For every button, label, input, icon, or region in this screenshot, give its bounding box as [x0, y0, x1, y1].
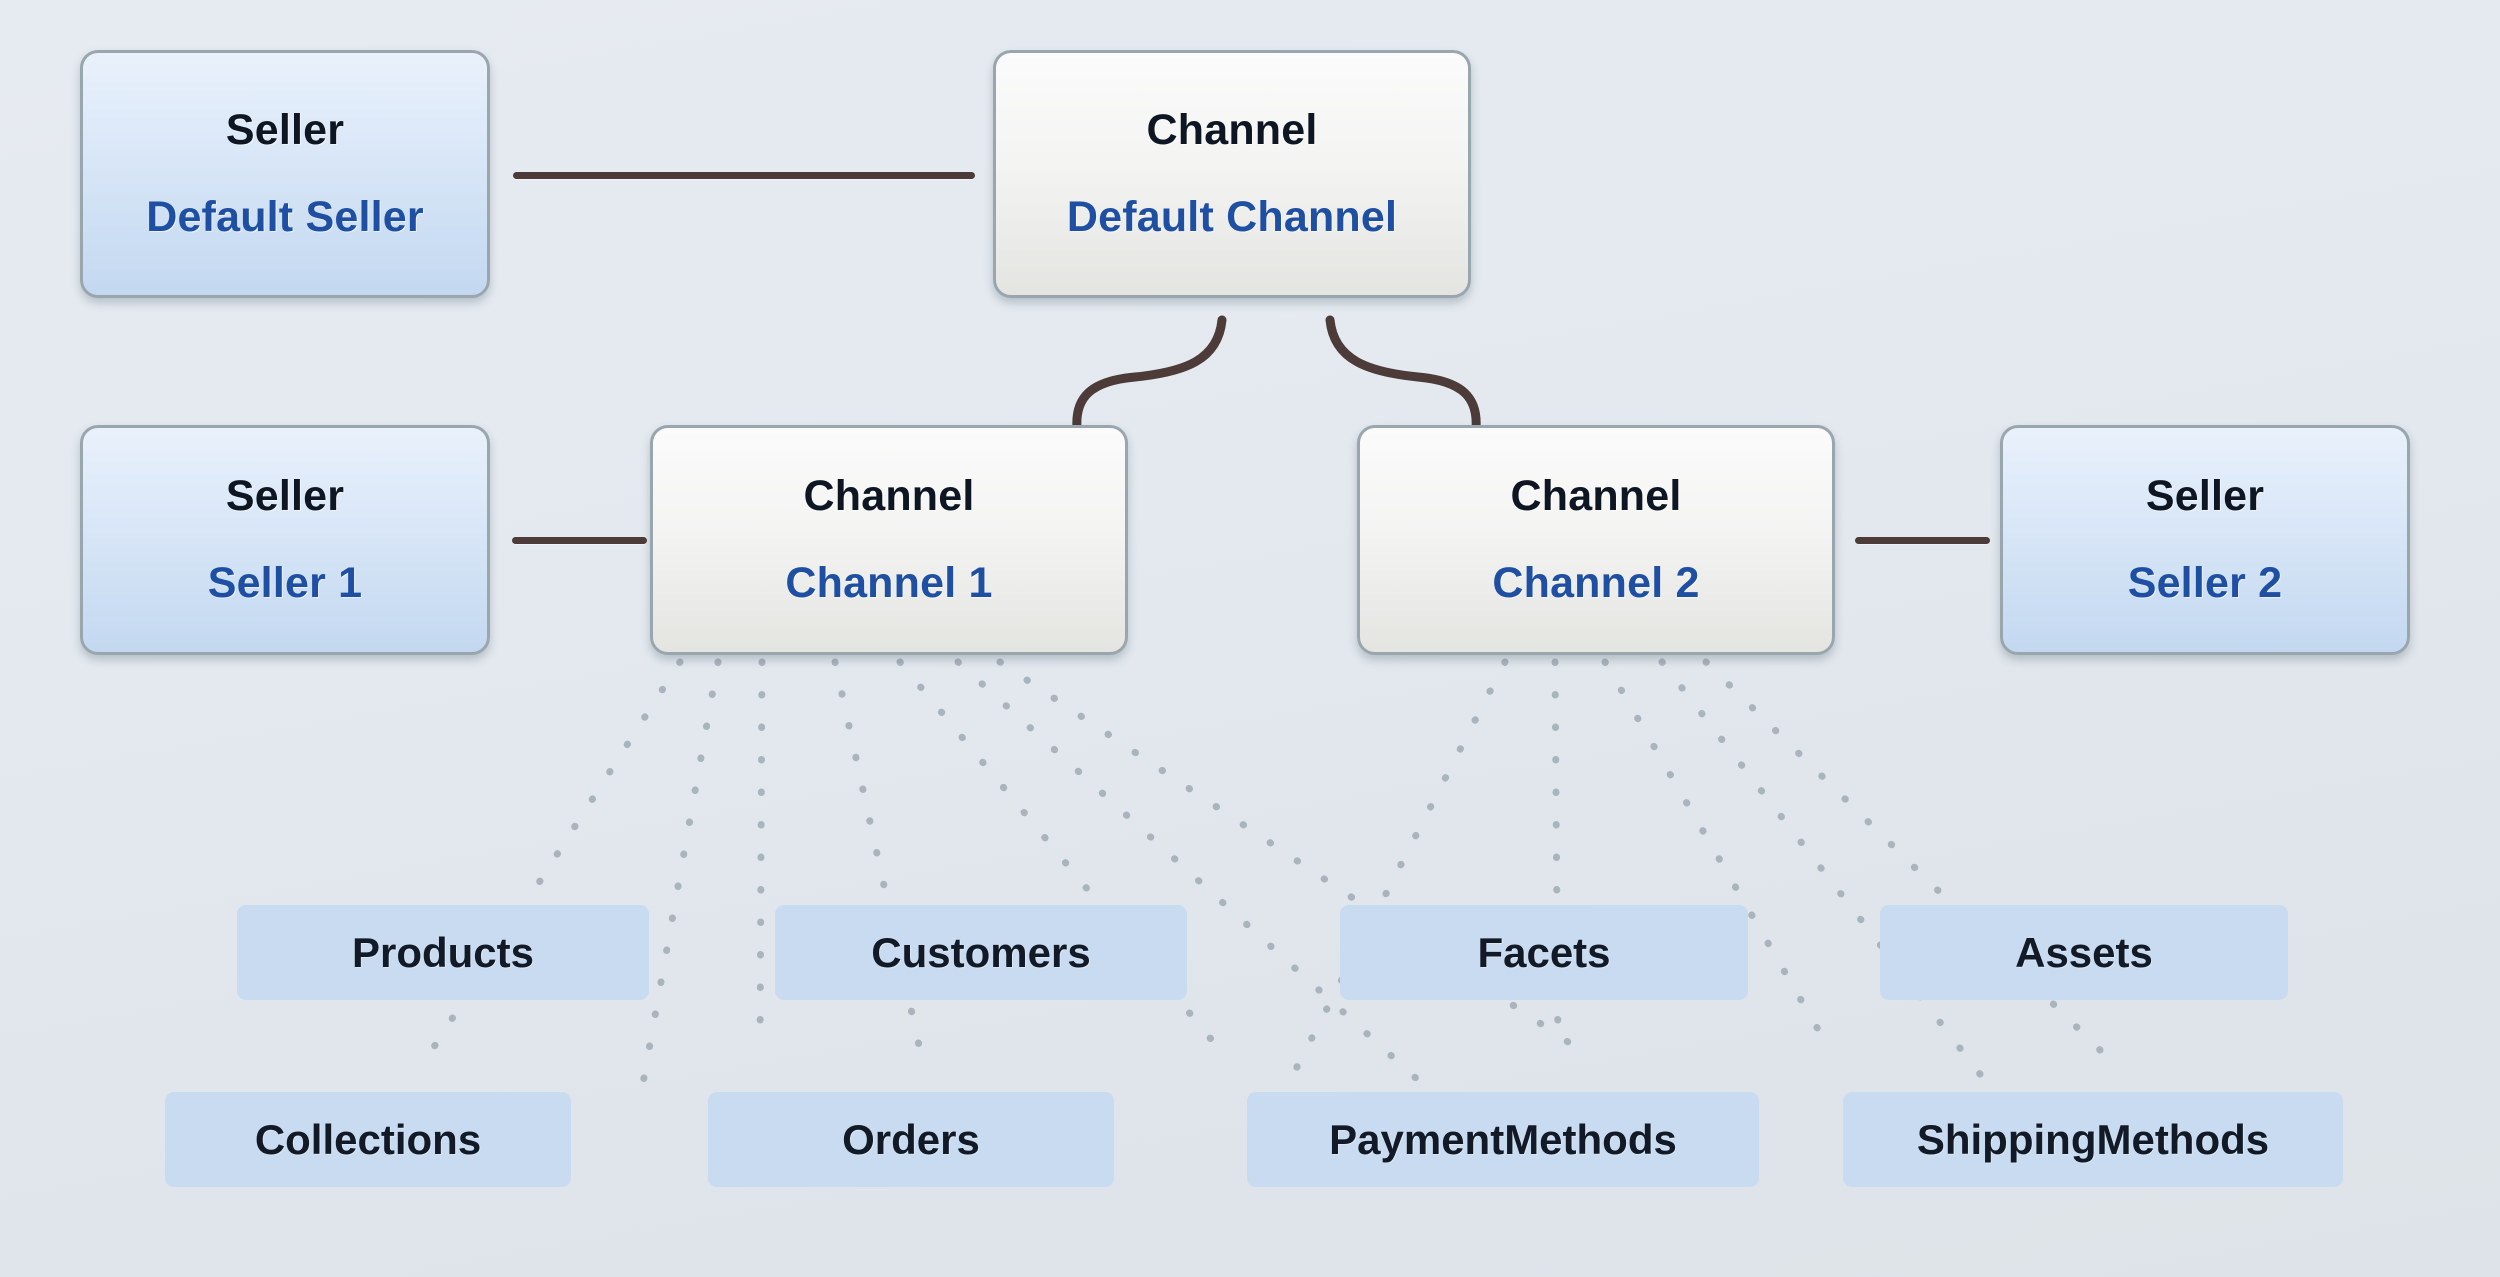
entity-chip-orders[interactable]: Orders [708, 1092, 1114, 1187]
entity-chip-label: Assets [2015, 928, 2153, 976]
node-channel-1[interactable]: Channel Channel 1 [650, 425, 1128, 655]
entity-chip-label: Orders [842, 1115, 980, 1163]
entity-chip-label: Collections [254, 1115, 482, 1163]
entity-chip-label: Facets [1477, 928, 1611, 976]
entity-chip-label: ShippingMethods [1916, 1115, 2270, 1163]
entity-chip-collections[interactable]: Collections [165, 1092, 571, 1187]
node-channel-2[interactable]: Channel Channel 2 [1357, 425, 1835, 655]
node-default-channel[interactable]: Channel Default Channel [993, 50, 1471, 298]
entity-chip-customers[interactable]: Customers [775, 905, 1187, 1000]
dotted-links-channel-1 [428, 658, 1584, 1104]
node-name-label: Seller 1 [207, 559, 363, 607]
node-name-label: Default Seller [146, 193, 424, 241]
node-type-label: Seller [225, 472, 345, 520]
entity-chip-facets[interactable]: Facets [1340, 905, 1748, 1000]
node-type-label: Seller [225, 106, 345, 154]
node-name-label: Default Channel [1066, 193, 1398, 241]
entity-chip-assets[interactable]: Assets [1880, 905, 2288, 1000]
node-type-label: Seller [2145, 472, 2265, 520]
dotted-links-channel-2 [1276, 658, 2104, 1104]
entity-chip-products[interactable]: Products [237, 905, 649, 1000]
node-seller-2[interactable]: Seller Seller 2 [2000, 425, 2410, 655]
link-default-seller-default-channel [513, 172, 975, 179]
node-seller-1[interactable]: Seller Seller 1 [80, 425, 490, 655]
node-name-label: Channel 1 [785, 559, 993, 607]
node-default-seller[interactable]: Seller Default Seller [80, 50, 490, 298]
entity-chip-paymentmethods[interactable]: PaymentMethods [1247, 1092, 1759, 1187]
link-seller1-channel1 [512, 537, 647, 544]
node-type-label: Channel [1510, 472, 1682, 520]
link-channel2-seller2 [1855, 537, 1990, 544]
node-name-label: Channel 2 [1492, 559, 1700, 607]
entity-chip-label: Customers [871, 928, 1091, 976]
node-name-label: Seller 2 [2127, 559, 2283, 607]
node-type-label: Channel [1146, 106, 1318, 154]
entity-chip-shippingmethods[interactable]: ShippingMethods [1843, 1092, 2343, 1187]
entity-chip-label: PaymentMethods [1329, 1115, 1677, 1163]
entity-chip-label: Products [351, 928, 535, 976]
node-type-label: Channel [803, 472, 975, 520]
